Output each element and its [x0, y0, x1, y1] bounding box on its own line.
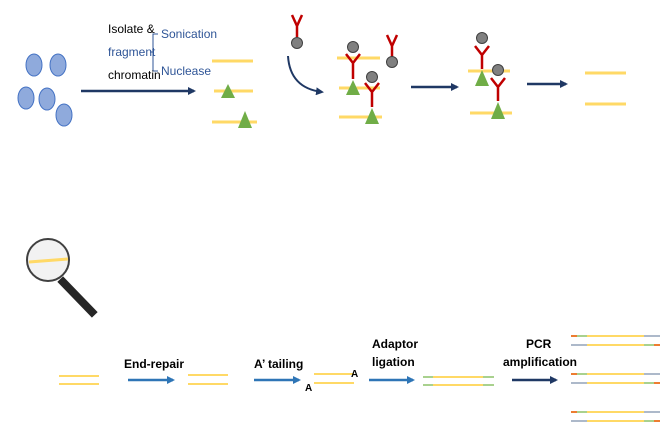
a-overhang-left: A	[305, 383, 313, 394]
library-prep	[59, 335, 660, 422]
bead	[476, 32, 488, 44]
amplicon-pair	[571, 373, 660, 384]
histone-mark	[221, 84, 235, 98]
option-bracket	[150, 33, 158, 72]
label-ligation: ligation	[372, 355, 415, 369]
option-sonication: Sonication	[161, 27, 218, 41]
curved-arrow	[287, 55, 324, 96]
step1-label-fragment: fragment	[108, 45, 156, 59]
label-end-repair: End-repair	[124, 357, 185, 371]
bead	[347, 41, 359, 53]
step1-label-isolate: Isolate &	[108, 22, 155, 36]
antibody	[385, 34, 399, 57]
histone-mark	[491, 102, 505, 119]
a-overhang-right: A	[351, 369, 359, 380]
label-adaptor: Adaptor	[372, 337, 418, 351]
amplified-library	[571, 335, 660, 422]
antibody	[290, 14, 304, 37]
magnifying-glass-icon	[26, 238, 98, 318]
magnifier-handle	[57, 276, 98, 318]
bound-complexes	[337, 34, 399, 124]
antibody	[345, 53, 361, 79]
histone-mark	[346, 80, 360, 95]
washed-complexes	[468, 32, 512, 119]
fragmented-chromatin	[212, 59, 257, 128]
histone-mark	[475, 70, 489, 86]
step1-label-chromatin: chromatin	[108, 68, 161, 82]
antibody	[474, 45, 490, 69]
cells	[17, 53, 73, 127]
histone-mark	[365, 108, 379, 124]
ligated-fragment	[423, 376, 494, 386]
antibody	[490, 77, 506, 101]
antibody	[364, 82, 380, 107]
cell	[17, 86, 35, 110]
antibody-bead-reagent	[287, 14, 324, 96]
label-amplification: amplification	[503, 355, 578, 369]
bead	[386, 56, 398, 68]
bead	[291, 37, 303, 49]
magnified-dna	[28, 257, 69, 264]
cell	[25, 53, 43, 77]
purified-dna	[585, 71, 626, 106]
histone-mark	[238, 111, 252, 128]
cell	[49, 53, 67, 77]
bead	[366, 71, 378, 83]
cell	[38, 87, 56, 111]
amplicon-pair	[571, 411, 660, 422]
option-nuclease: Nuclease	[161, 64, 212, 78]
label-a-tailing: A’ tailing	[254, 357, 304, 371]
bead	[492, 64, 504, 76]
label-pcr: PCR	[526, 337, 552, 351]
cell	[55, 103, 73, 127]
amplicon-pair	[571, 335, 660, 346]
